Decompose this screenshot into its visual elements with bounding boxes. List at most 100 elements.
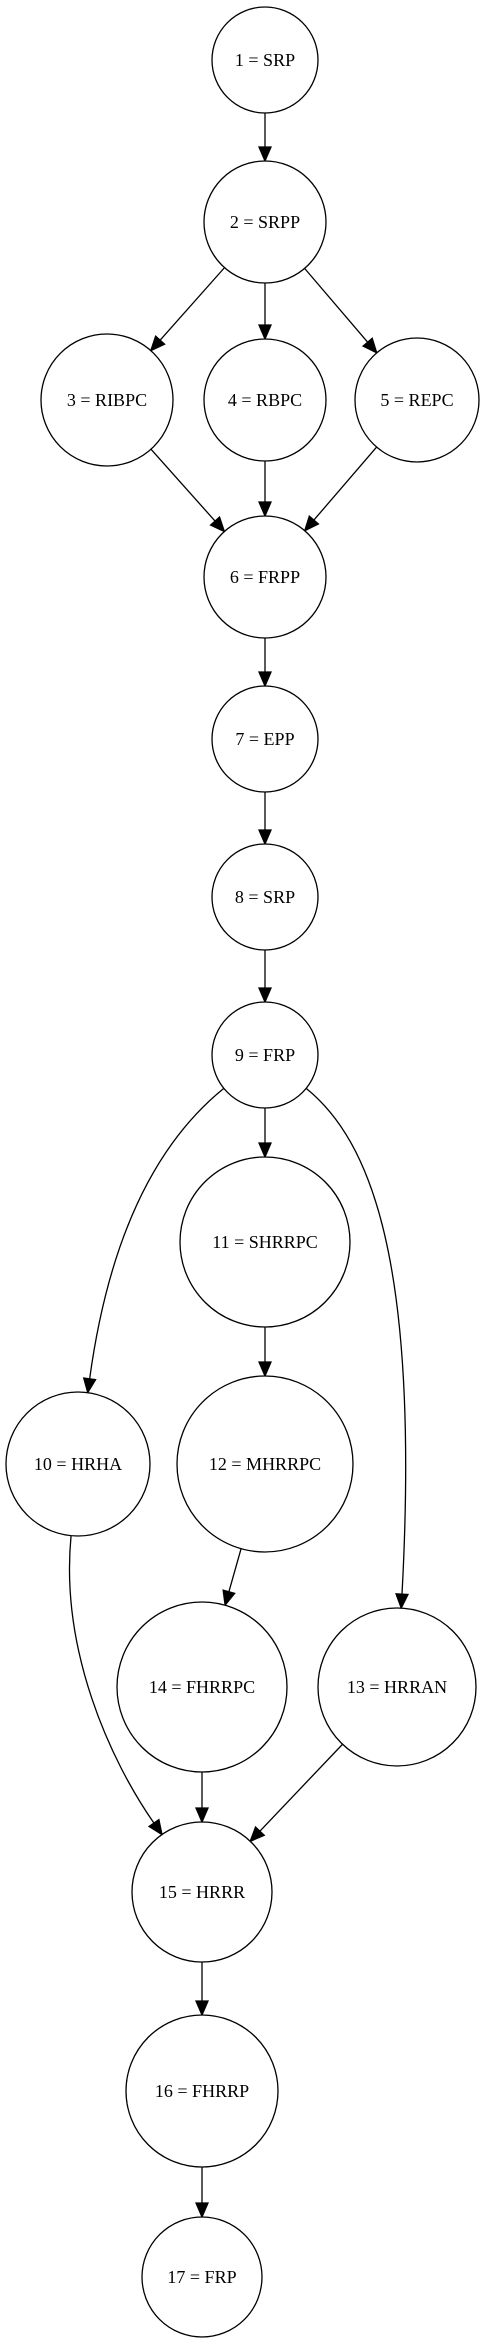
nodes: 1 = SRP 2 = SRPP 3 = RIBPC 4 = RBPC 5 = REPC… (5, 6, 480, 2338)
arrowhead (258, 671, 272, 688)
arrowhead (149, 335, 166, 352)
node-label: 14 = FHRRPC (149, 1677, 255, 1697)
node-circle (203, 338, 327, 462)
node-n13: 13 = HRRAN (317, 1607, 477, 1767)
node-n12: 12 = MHRRPC (176, 1375, 354, 1553)
node-label: 9 = FRP (235, 1045, 295, 1065)
node-label: 13 = HRRAN (347, 1677, 447, 1697)
arrowhead (195, 1807, 209, 1824)
node-n17: 17 = FRP (141, 2216, 263, 2338)
node-label: 17 = FRP (167, 2267, 236, 2287)
node-n4: 4 = RBPC (203, 338, 327, 462)
node-n3: 3 = RIBPC (40, 333, 174, 467)
node-n9: 9 = FRP (211, 1001, 319, 1109)
node-circle (40, 333, 174, 467)
edge-n11-n12 (258, 1327, 272, 1378)
edge-n16-n17 (195, 2167, 209, 2219)
arrowhead (361, 337, 378, 355)
arrowhead (258, 146, 272, 163)
node-n6: 6 = FRPP (203, 515, 327, 639)
edge-line (304, 267, 369, 343)
node-circle (5, 1391, 151, 1537)
node-circle (125, 2014, 279, 2168)
edge-n2-n3 (149, 267, 225, 352)
arrowhead (82, 1377, 97, 1395)
edge-line (313, 446, 378, 521)
node-n11: 11 = SHRRPC (179, 1156, 351, 1328)
edge-n12-n14 (222, 1548, 242, 1607)
node-circle (211, 843, 319, 951)
node-circle (179, 1156, 351, 1328)
edge-n2-n5 (304, 267, 378, 355)
node-label: 4 = RBPC (228, 390, 302, 410)
edge-n15-n16 (195, 1962, 209, 2017)
edge-n4-n6 (258, 461, 272, 518)
edge-n9-n10 (82, 1087, 225, 1395)
node-n16: 16 = FHRRP (125, 2014, 279, 2168)
edge-line (228, 1548, 242, 1592)
arrowhead (258, 1142, 272, 1159)
node-n14: 14 = FHRRPC (116, 1601, 288, 1773)
node-label: 1 = SRP (235, 50, 295, 70)
arrowhead (258, 501, 272, 518)
node-label: 11 = SHRRPC (212, 1232, 318, 1252)
node-circle (211, 6, 319, 114)
node-n10: 10 = HRHA (5, 1391, 151, 1537)
edge-n13-n15 (249, 1743, 344, 1843)
node-label: 8 = SRP (235, 887, 295, 907)
node-circle (176, 1375, 354, 1553)
node-circle (354, 337, 480, 463)
node-circle (131, 1821, 273, 1963)
node-n2: 2 = SRPP (203, 160, 327, 284)
node-n8: 8 = SRP (211, 843, 319, 951)
node-circle (203, 515, 327, 639)
edge-line (305, 1087, 407, 1595)
arrowhead (195, 2000, 209, 2017)
node-circle (203, 160, 327, 284)
node-circle (141, 2216, 263, 2338)
edge-n1-n2 (258, 113, 272, 163)
arrowhead (258, 829, 272, 846)
node-label: 10 = HRHA (34, 1454, 122, 1474)
node-circle (211, 1001, 319, 1109)
arrowhead (303, 515, 320, 532)
edge-line (150, 448, 216, 522)
edge-n9-n13 (305, 1087, 410, 1610)
edge-line (259, 1743, 344, 1832)
arrowhead (249, 1825, 266, 1843)
node-label: 12 = MHRRPC (209, 1454, 321, 1474)
arrowhead (222, 1589, 236, 1607)
edge-n9-n11 (258, 1108, 272, 1159)
node-label: 5 = REPC (380, 390, 453, 410)
edge-n14-n15 (195, 1772, 209, 1824)
node-label: 2 = SRPP (230, 212, 300, 232)
node-circle (317, 1607, 477, 1767)
edge-n10-n15 (68, 1535, 163, 1836)
arrowhead (395, 1593, 410, 1610)
arrowhead (147, 1818, 163, 1836)
node-n15: 15 = HRRR (131, 1821, 273, 1963)
edge-n8-n9 (258, 950, 272, 1004)
edges (68, 113, 410, 2219)
node-label: 7 = EPP (235, 729, 294, 749)
edge-n3-n6 (150, 448, 226, 533)
edge-n6-n7 (258, 638, 272, 688)
node-circle (211, 685, 319, 793)
arrowhead (258, 987, 272, 1004)
arrowhead (195, 2202, 209, 2219)
edge-line (159, 267, 225, 341)
node-label: 15 = HRRR (159, 1882, 245, 1902)
arrowhead (258, 324, 272, 341)
edge-n5-n6 (303, 446, 378, 532)
node-n5: 5 = REPC (354, 337, 480, 463)
edge-n2-n4 (258, 283, 272, 341)
node-circle (116, 1601, 288, 1773)
node-n7: 7 = EPP (211, 685, 319, 793)
node-label: 16 = FHRRP (155, 2081, 249, 2101)
edge-line (89, 1087, 225, 1379)
node-n1: 1 = SRP (211, 6, 319, 114)
arrowhead (209, 515, 226, 533)
edge-n7-n8 (258, 792, 272, 846)
arrowhead (258, 1361, 272, 1378)
